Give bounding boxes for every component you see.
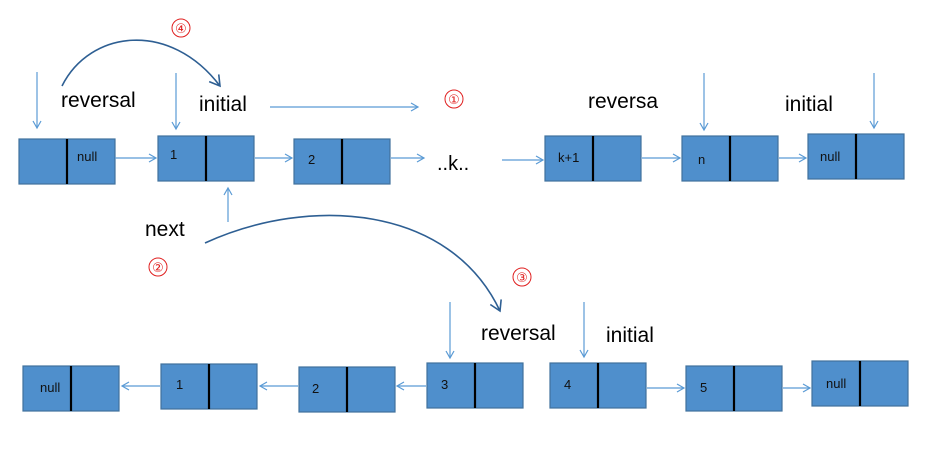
top-node-2: 2 xyxy=(293,138,391,185)
step-marker-1: ① xyxy=(444,89,464,109)
bottom-node-1-value: 1 xyxy=(176,377,183,392)
top-node-0: null xyxy=(18,138,116,185)
bottom-node-null-tail-value: null xyxy=(826,376,846,391)
label-initial-bottom: initial xyxy=(606,324,654,347)
top-node-null-tail-value: null xyxy=(820,149,840,164)
bottom-node-3-value: 3 xyxy=(441,377,448,392)
label-initial-right: initial xyxy=(785,93,833,116)
step-marker-4: ④ xyxy=(171,18,191,38)
step-marker-2: ② xyxy=(148,257,168,277)
bottom-node-4-value: 4 xyxy=(564,377,571,392)
top-node-1: 1 xyxy=(157,135,255,182)
ellipsis-k: ..k.. xyxy=(437,153,469,175)
label-reversal-bottom: reversal xyxy=(481,322,556,345)
curve-step3-next-to-reversal xyxy=(204,214,502,313)
svg-text:②: ② xyxy=(152,260,164,275)
svg-text:①: ① xyxy=(448,92,460,107)
bottom-node-5-value: 5 xyxy=(700,380,707,395)
bottom-node-1: 1 xyxy=(160,363,258,410)
label-reversal-top: reversal xyxy=(61,89,136,112)
bottom-node-null-head: null xyxy=(22,365,120,412)
bottom-node-5: 5 xyxy=(685,365,783,412)
top-node-1-value: 1 xyxy=(170,147,177,162)
top-node-kplus1-value: k+1 xyxy=(558,150,579,165)
top-node-n: n xyxy=(681,135,779,182)
svg-text:④: ④ xyxy=(175,21,187,36)
bottom-node-2-value: 2 xyxy=(312,381,319,396)
bottom-node-null-tail: null xyxy=(811,360,909,407)
top-node-n-value: n xyxy=(698,152,705,167)
svg-text:③: ③ xyxy=(516,270,528,285)
curve-step4-reversal-to-initial xyxy=(61,39,221,88)
label-next: next xyxy=(145,218,185,241)
top-node-kplus1: k+1 xyxy=(544,135,642,182)
bottom-node-4: 4 xyxy=(549,362,647,409)
top-node-null-tail: null xyxy=(807,133,905,180)
bottom-node-3: 3 xyxy=(426,362,524,409)
bottom-node-null-head-value: null xyxy=(40,380,60,395)
bottom-node-2: 2 xyxy=(298,366,396,413)
top-node-2-value: 2 xyxy=(308,152,315,167)
label-reversa-right: reversa xyxy=(588,90,658,113)
step-marker-3: ③ xyxy=(512,267,532,287)
top-node-0-value: null xyxy=(77,149,97,164)
label-initial-top: initial xyxy=(199,93,247,116)
